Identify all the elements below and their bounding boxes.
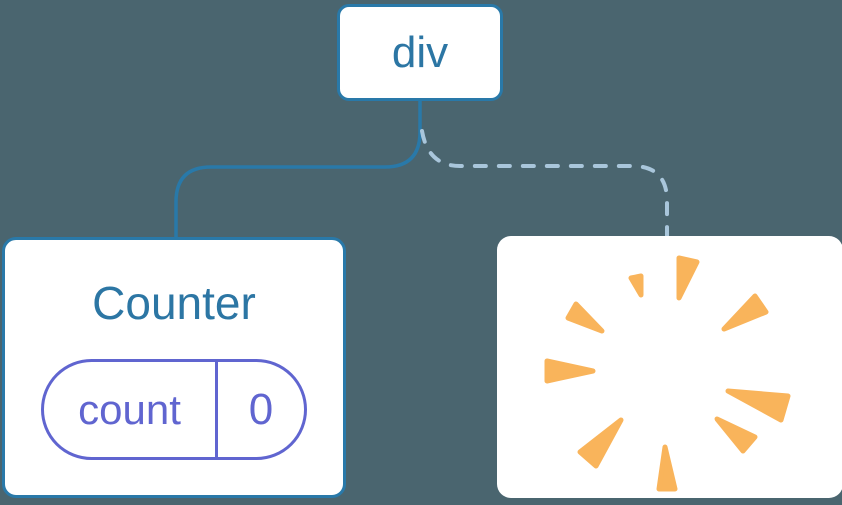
poof-ray	[676, 255, 700, 301]
poof-ray	[628, 273, 644, 298]
edge-div-to-counter	[174, 101, 422, 238]
state-key-label: count	[78, 385, 181, 433]
component-title: Counter	[92, 277, 256, 329]
poof-ray	[656, 444, 678, 492]
edge-div-to-removed-dashed	[420, 129, 669, 238]
state-value-label: 0	[248, 384, 274, 434]
poof-ray	[721, 293, 769, 332]
poof-icon	[544, 255, 791, 492]
component-node-counter: Counter count 0	[2, 237, 346, 498]
poof-ray	[565, 301, 605, 334]
state-key-cell: count	[44, 362, 218, 457]
state-pill: count 0	[41, 359, 307, 460]
state-value-cell: 0	[218, 362, 304, 457]
removed-component-node	[497, 236, 842, 498]
dom-node-div: div	[337, 4, 503, 101]
poof-ray	[725, 388, 791, 423]
dom-node-div-label: div	[391, 27, 449, 77]
poof-ray	[544, 358, 596, 384]
poof-ray	[714, 416, 758, 454]
poof-ray	[577, 417, 624, 469]
